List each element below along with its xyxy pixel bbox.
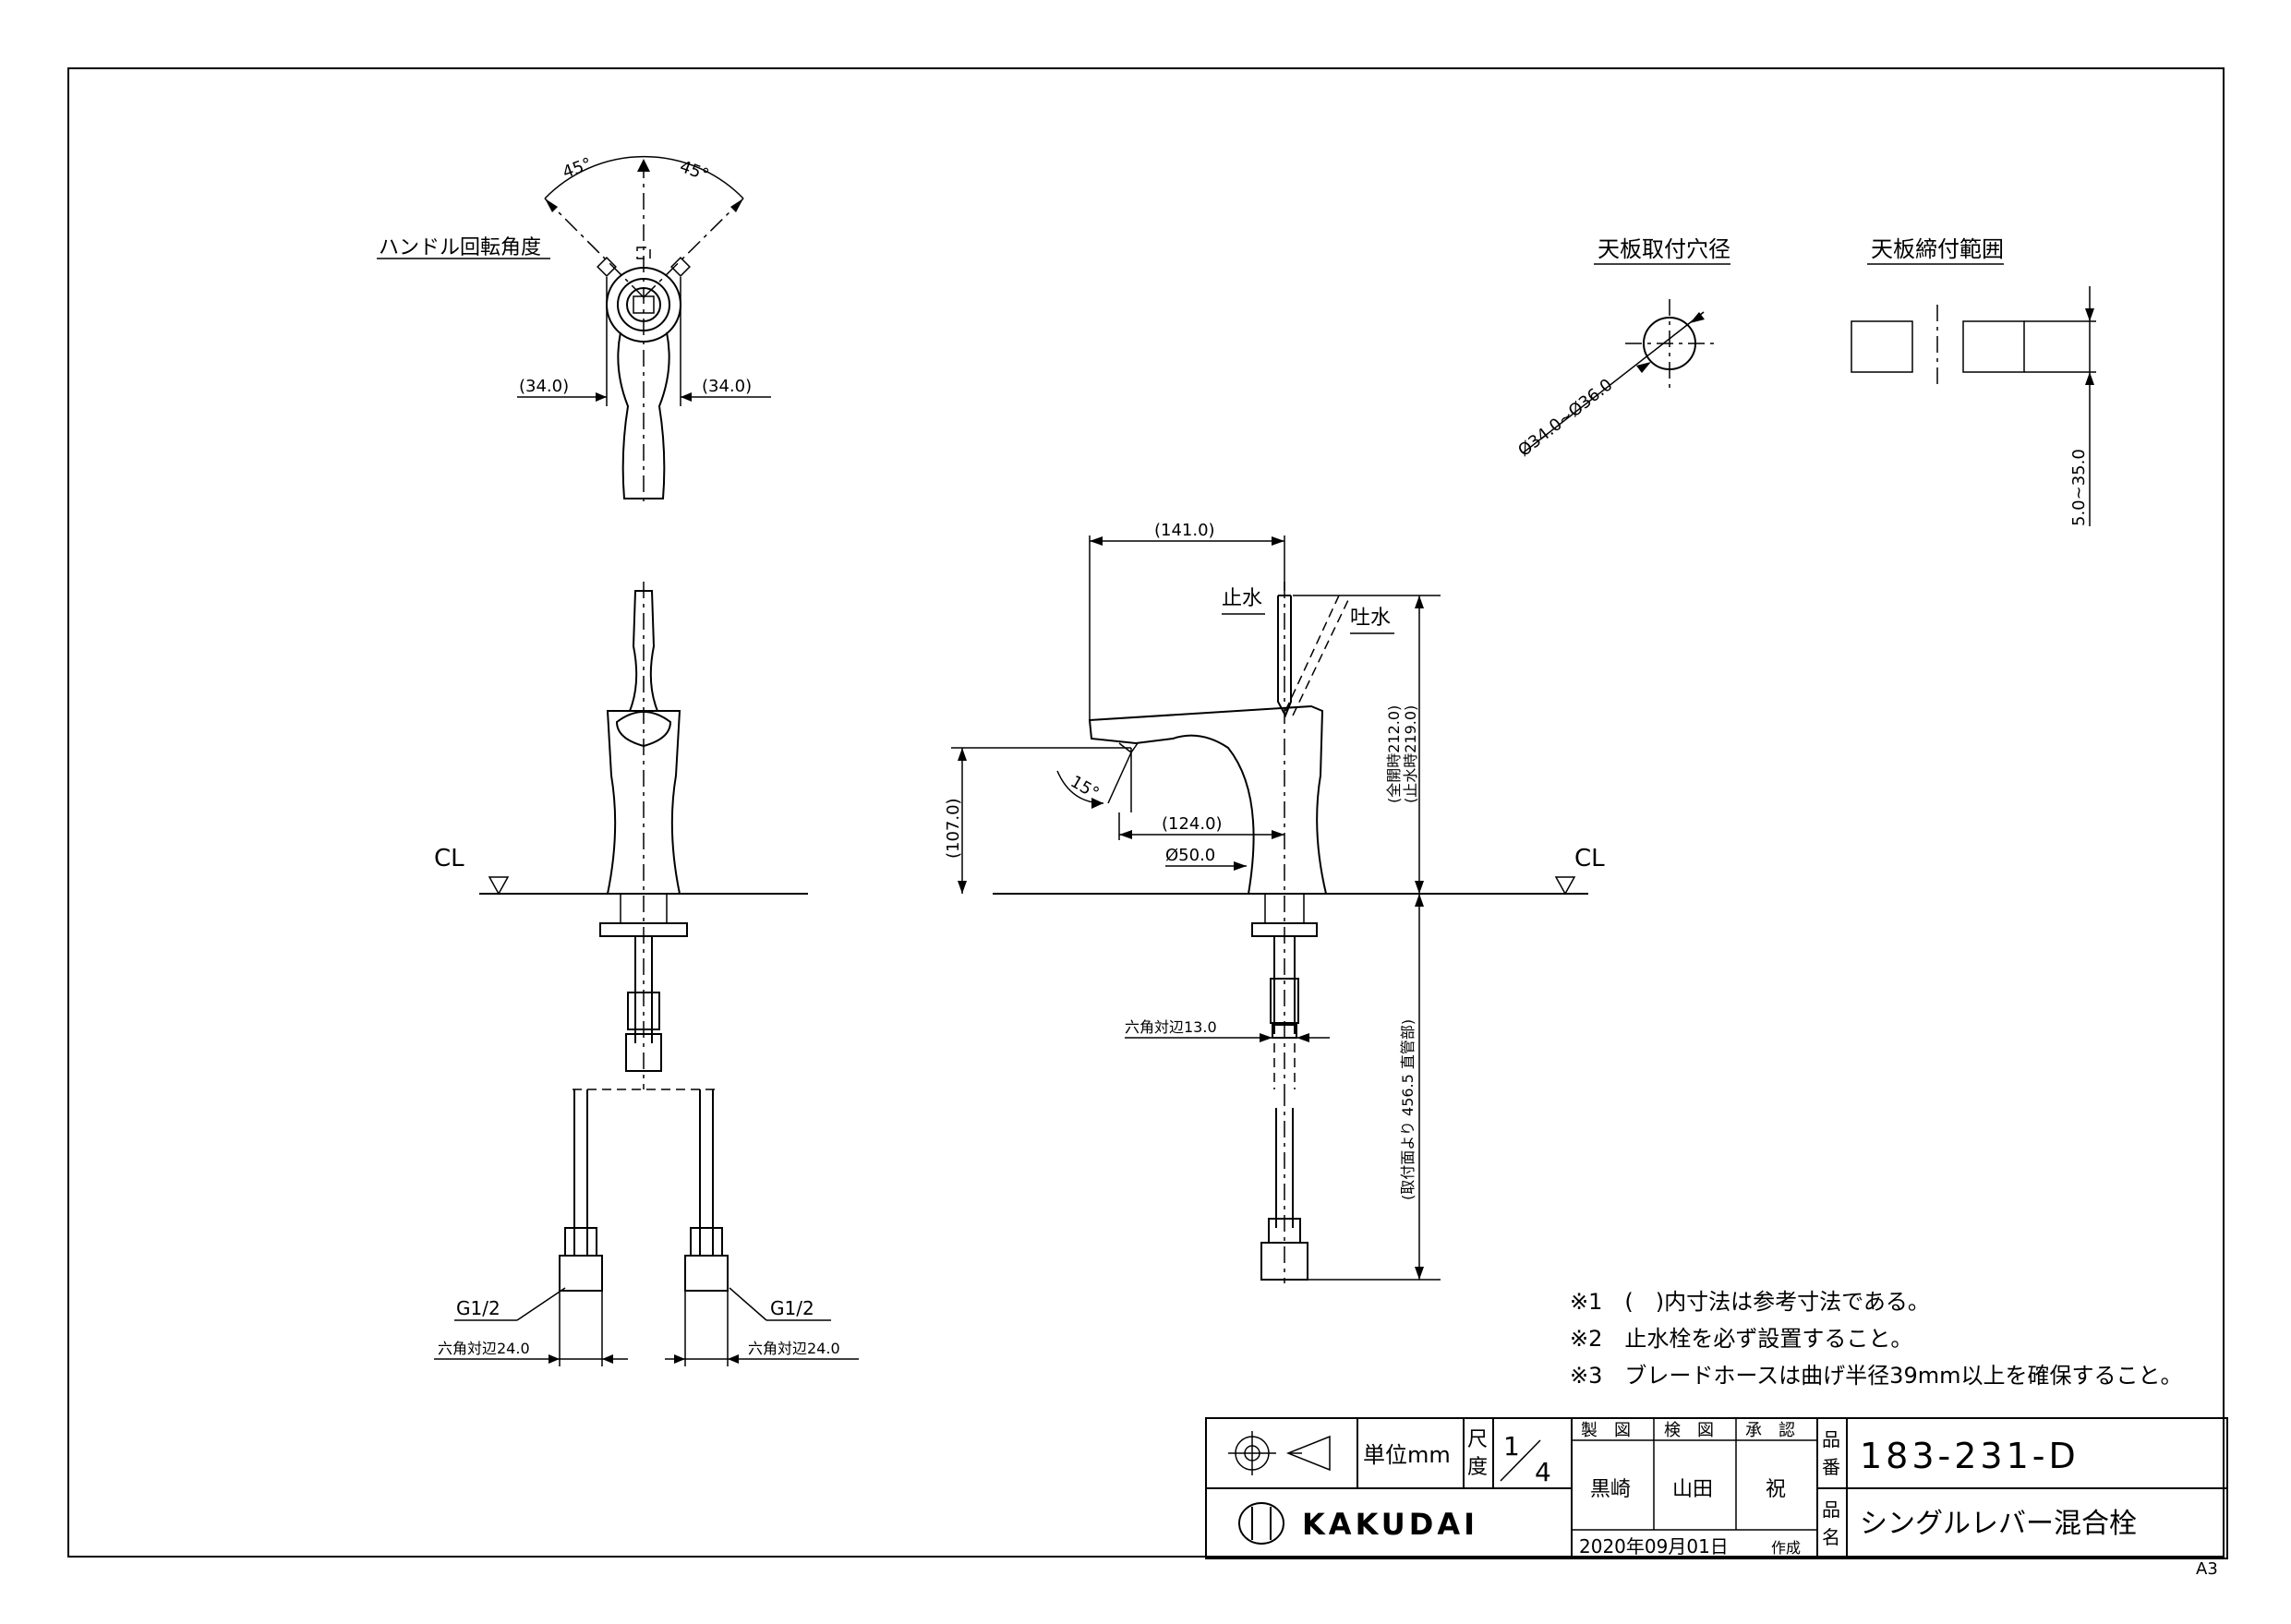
- clamp-title: 天板締付範囲: [1871, 236, 2004, 262]
- g12-right-label: G1/2: [770, 1297, 814, 1319]
- note-3: ※3 ブレードホースは曲げ半径39mm以上を確保すること。: [1570, 1363, 2182, 1389]
- side-view: CL (141.0) 止水 吐水 (全開時212.0) (止水時219.0) (…: [944, 521, 1605, 1283]
- checked-label: 検 図: [1664, 1421, 1714, 1440]
- part-no-label-1: 品: [1822, 1428, 1840, 1450]
- part-number: 183-231-D: [1860, 1436, 2080, 1476]
- spout-water-label: 吐水: [1350, 607, 1391, 630]
- handle-rotation-view: ハンドル回転角度 45° 45° (34.0) (34.0): [377, 154, 771, 503]
- hex-13-label: 六角対辺13.0: [1125, 1018, 1217, 1036]
- approved-label: 承 認: [1745, 1421, 1795, 1440]
- cl-triangle-left: [488, 876, 510, 896]
- dim-107: (107.0): [944, 798, 963, 859]
- part-name: シングルレバー混合栓: [1860, 1508, 2137, 1540]
- g12-left-label: G1/2: [456, 1297, 500, 1319]
- dim-34-left: (34.0): [519, 377, 569, 396]
- hex24-left-label: 六角対辺24.0: [438, 1340, 530, 1357]
- brand-name: KAKUDAI: [1302, 1507, 1478, 1542]
- made-label: 製 図: [1581, 1421, 1631, 1440]
- dim-stop-label: (止水時219.0): [1402, 705, 1419, 803]
- hole-title: 天板取付穴径: [1598, 236, 1730, 262]
- title-block: 単位mm 尺 度 1 4 製 図 検 図 承 認 黒崎 山田 祝 KAKUDAI…: [1205, 1417, 2228, 1559]
- part-no-label-2: 番: [1822, 1456, 1840, 1478]
- note-1: ※1 ( )内寸法は参考寸法である。: [1570, 1289, 1930, 1315]
- sheet-border: [67, 67, 2225, 1558]
- cl-triangle-right: [1554, 876, 1576, 896]
- dim-124: (124.0): [1162, 814, 1223, 834]
- scale-num: 1: [1503, 1431, 1520, 1462]
- cl-label-right: CL: [1574, 845, 1605, 872]
- scale-label-2: 度: [1467, 1456, 1488, 1479]
- made-name: 黒崎: [1590, 1478, 1631, 1501]
- scale-label-1: 尺: [1467, 1428, 1488, 1451]
- dim-141: (141.0): [1154, 521, 1215, 540]
- part-name-label-1: 品: [1822, 1498, 1840, 1521]
- angle-right-label: 45°: [677, 157, 711, 186]
- angle-left-label: 45°: [561, 154, 595, 183]
- dim-34-right: (34.0): [702, 377, 752, 396]
- clamp-dim-label: 5.0~35.0: [2069, 449, 2089, 526]
- note-2: ※2 止水栓を必ず設置すること。: [1570, 1326, 1912, 1352]
- angle-15-label: 15°: [1067, 772, 1103, 803]
- scale-den: 4: [1535, 1457, 1551, 1487]
- paper-size: A3: [2196, 1559, 2218, 1579]
- front-view: CL G1/2 G1/2 六角対辺24.0: [434, 582, 859, 1366]
- dim-open-label: (全開時212.0): [1385, 705, 1403, 803]
- dim-50: Ø50.0: [1165, 846, 1215, 865]
- hex24-right-label: 六角対辺24.0: [748, 1340, 840, 1357]
- checked-name: 山田: [1672, 1478, 1713, 1501]
- dim-456-label: (取付面より 456.5 直管部): [1399, 1019, 1417, 1200]
- clamp-range-view: 天板締付範囲 5.0~35.0: [1851, 236, 2096, 526]
- approved-name: 祝: [1766, 1478, 1786, 1501]
- part-name-label-2: 名: [1822, 1526, 1840, 1548]
- date-label: 2020年09月01日: [1579, 1535, 1729, 1558]
- projection-symbol-icon: [1228, 1431, 1331, 1475]
- created-label: 作成: [1771, 1539, 1801, 1557]
- unit-label: 単位mm: [1363, 1442, 1451, 1468]
- notes: ※1 ( )内寸法は参考寸法である。 ※2 止水栓を必ず設置すること。 ※3 ブ…: [1570, 1289, 2182, 1389]
- hole-diameter-view: 天板取付穴径 Ø34.0~Ø36.0: [1514, 236, 1730, 461]
- kakudai-logo-icon: [1238, 1502, 1284, 1545]
- handle-rotation-label: ハンドル回転角度: [379, 236, 541, 259]
- cl-label-left: CL: [434, 845, 464, 872]
- hole-dim-label: Ø34.0~Ø36.0: [1514, 375, 1616, 461]
- stop-water-label: 止水: [1222, 587, 1262, 610]
